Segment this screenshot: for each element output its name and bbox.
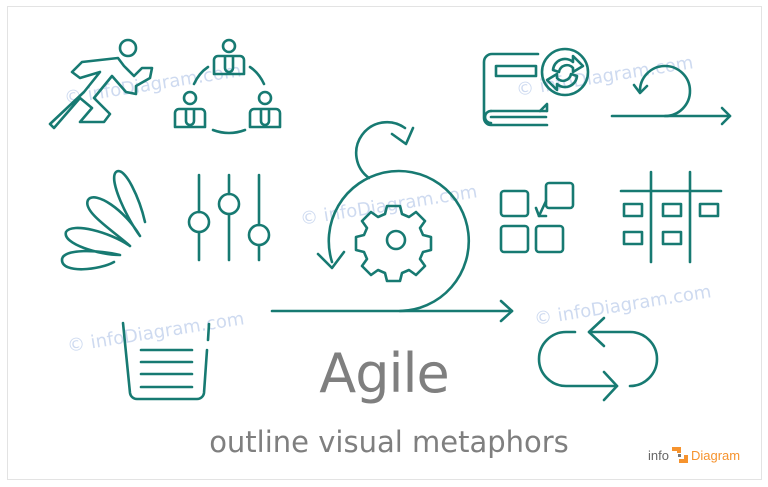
refresh-arrows-icon [537, 316, 659, 402]
slide-subtitle: outline visual metaphors [209, 425, 569, 459]
scrum-cycle-gear-icon [270, 120, 514, 323]
backlog-book-sync-icon [482, 47, 590, 127]
logo-mark-icon [671, 447, 688, 463]
grid-move-icon [499, 181, 575, 254]
logo-text-info: info [648, 447, 669, 463]
spring-coil-icon [60, 169, 147, 271]
logo-text-diagram: Diagram [690, 447, 741, 463]
bucket-list-icon [121, 321, 211, 401]
slide-title: Agile [319, 342, 449, 405]
team-cycle-icon [173, 38, 282, 135]
kanban-board-icon [619, 170, 723, 264]
sliders-icon [187, 173, 271, 262]
infodiagram-logo: info Diagram [648, 447, 740, 463]
loop-arrow-icon [610, 64, 732, 126]
running-person-icon [48, 38, 154, 130]
